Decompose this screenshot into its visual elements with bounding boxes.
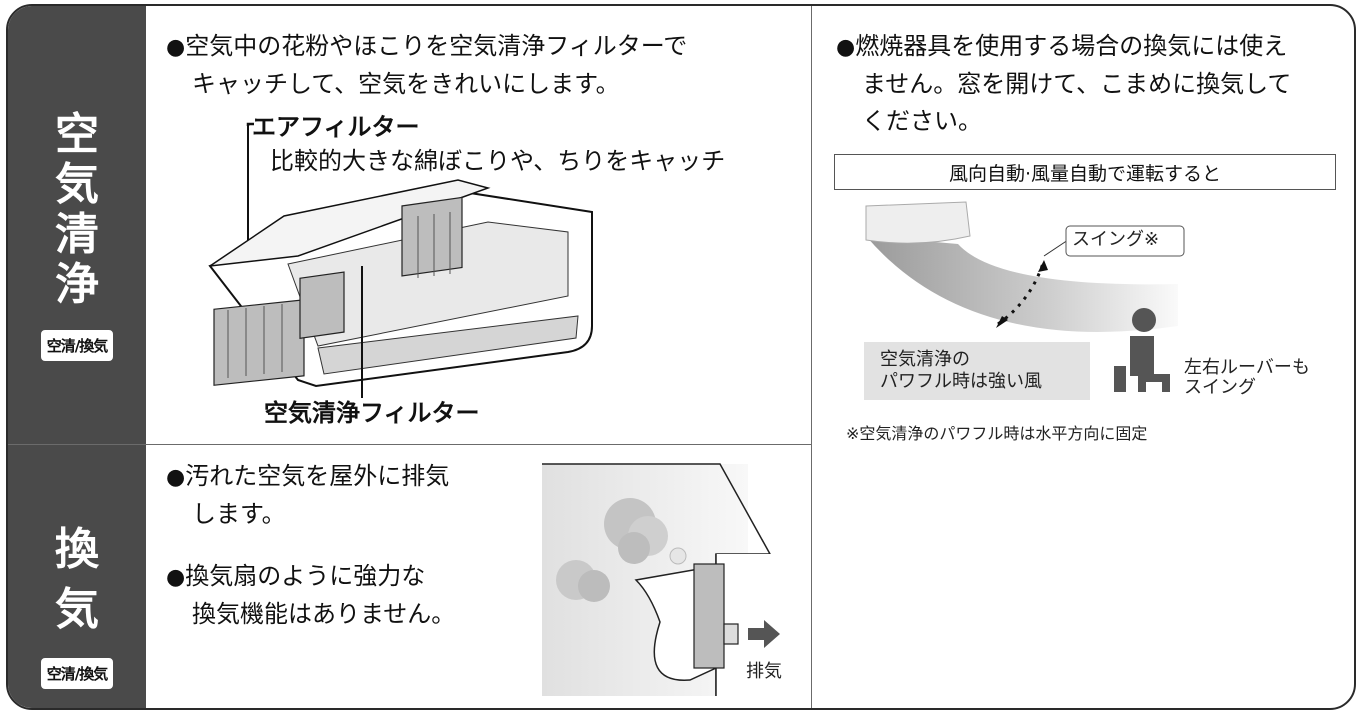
louver-line-1: 左右ルーバーも [1184,357,1310,378]
air-clean-description: ●空気中の花粉やほこりを空気清浄フィルターで キャッチして、空気をきれいにします… [166,32,688,98]
air-filter-label: エアフィルター [252,113,420,141]
ventilation-title-char: 気 [55,584,99,635]
air-clean-band: 空 気 清 浄 空清/換気 [8,6,146,444]
air-clean-title-char: 浄 [55,259,99,310]
mode-badge: 空清/換気 [40,658,114,689]
indoor-unit-illustration [208,122,593,398]
air-clean-title-char: 清 [55,209,99,260]
exhaust-label: 排気 [746,661,782,682]
air-clean-title-char: 空 [55,109,99,160]
bullet-icon: ● [166,465,186,490]
section-divider-vertical [811,6,812,708]
mode-badge: 空清/換気 [40,330,114,361]
louver-line-2: スイング [1184,377,1256,398]
airflow-illustration [865,201,1185,392]
ventilation-limitation: ●換気扇のように強力な 換気機能はありません。 [166,562,456,628]
combustion-warning: ●燃焼器具を使用する場合の換気には使え ません。窓を開けて、こまめに換気して く… [836,32,1292,135]
air-clean-title-char: 気 [55,159,99,210]
strong-wind-box [864,342,1090,400]
clean-filter-label: 空気清浄フィルター [264,399,480,427]
manual-panel: 空 気 清 浄 空清/換気 換 気 空清/換気 ●空気中の花粉やほこりを空気清浄… [6,4,1356,710]
bullet-icon: ● [166,565,186,590]
bullet-icon: ● [166,35,186,60]
section-divider-horizontal [8,444,812,445]
bullet-icon: ● [836,35,856,60]
footnote: ※空気清浄のパワフル時は水平方向に固定 [846,424,1148,443]
ventilation-band: 換 気 空清/換気 [8,444,146,708]
ventilation-description: ●汚れた空気を屋外に排気 します。 [166,462,450,528]
air-filter-description: 比較的大きな綿ぼこりや、ちりをキャッチ [270,147,726,175]
ventilation-title-char: 換 [55,524,99,575]
exhaust-illustration [542,463,804,696]
strong-wind-line-1: 空気清浄の [880,349,970,370]
strong-wind-line-2: パワフル時は強い風 [880,371,1042,392]
swing-label: スイング※ [1072,229,1160,250]
auto-wind-title: 風向自動·風量自動で運転すると [834,154,1336,190]
